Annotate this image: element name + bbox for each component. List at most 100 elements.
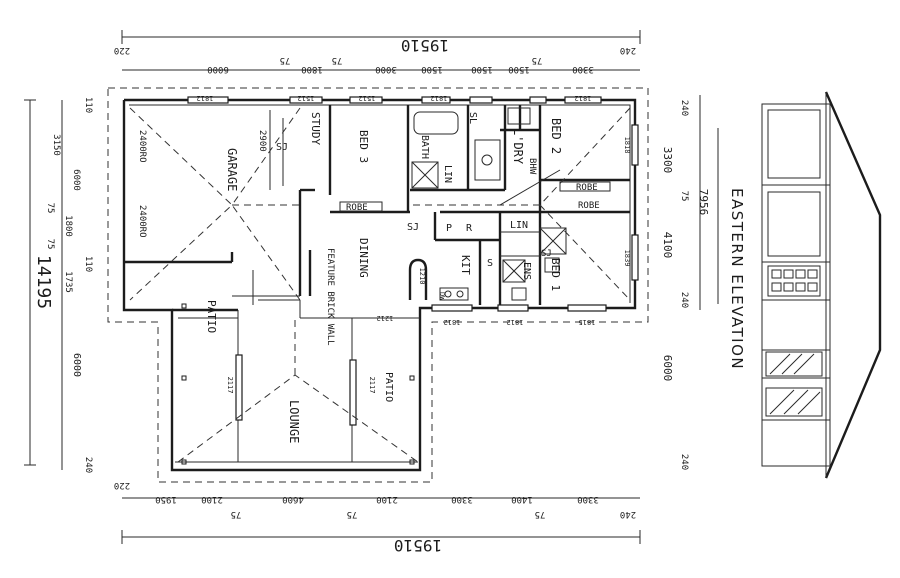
label-dw: DW (438, 292, 446, 301)
overall-width-bottom: 19510 (394, 536, 442, 555)
left-dim: 1735 (63, 271, 73, 293)
left-dim-240-bottom: 240 (83, 457, 93, 473)
right-dim: 240 (679, 100, 689, 116)
window-code: 1812 (507, 318, 524, 326)
bottom-dim: 220 (114, 480, 130, 490)
bottom-dimension-string: 19510 220 1950 2100 75 4600 75 2100 3300… (114, 480, 641, 555)
bottom-dim: 240 (620, 509, 636, 519)
left-dim: 110 (83, 97, 93, 113)
bottom-dim: 3300 (451, 494, 473, 504)
bottom-dim: 75 (347, 509, 358, 519)
right-dim: 3300 (661, 147, 674, 174)
window-code: 1512 (359, 94, 376, 102)
bottom-dim: 3300 (577, 494, 599, 504)
top-dim: 75 (280, 55, 291, 65)
bottom-dim: 1950 (155, 494, 177, 504)
label-bath: BATH (419, 135, 430, 159)
label-r: R (466, 223, 473, 234)
bottom-dim: 1400 (511, 494, 533, 504)
label-door-2400a: 2400RO (137, 130, 147, 163)
overall-width-top: 19510 (401, 36, 449, 55)
right-sub-dim: 7956 (697, 189, 710, 216)
left-dim: 110 (83, 256, 93, 272)
label-door-2400b: 2400RO (137, 205, 147, 238)
label-bed3: BED 3 (357, 130, 370, 163)
window-code: 1512 (298, 94, 315, 102)
left-dim: 75 (45, 203, 55, 214)
window-code: 1812 (431, 94, 448, 102)
right-dimension-string: 240 3300 75 4100 240 6000 240 7956 (661, 95, 719, 470)
right-dim: 240 (679, 292, 689, 308)
top-dim: 1800 (301, 64, 323, 74)
label-sj-ens: SJ (541, 249, 552, 259)
label-robe-bed2b: ROBE (578, 201, 600, 211)
top-dim: 1500 (508, 64, 530, 74)
left-dim: 3150 (51, 134, 61, 156)
left-dimension-string: 14195 110 3150 6000 75 1800 75 1735 110 … (24, 97, 93, 473)
label-sj-dining: SJ (407, 222, 419, 233)
top-dim: 75 (332, 55, 343, 65)
bottom-dim: 2100 (376, 494, 398, 504)
top-dim: 240 (620, 45, 636, 55)
label-bed1: BED 1 (549, 258, 562, 291)
right-dim: 6000 (661, 355, 674, 382)
label-patio-left: PATIO (205, 300, 218, 333)
label-garage: GARAGE (225, 148, 239, 191)
window-code: 1210 (418, 268, 426, 285)
label-bed2: BED 2 (549, 118, 563, 154)
window-code: 1812 (197, 94, 214, 102)
label-kit: KIT (459, 255, 472, 275)
label-study: STUDY (309, 112, 322, 145)
window-code: 1812 (575, 94, 592, 102)
eastern-elevation: EASTERN ELEVATION (728, 91, 882, 479)
top-dim: 3000 (375, 64, 397, 74)
window-code: 1812 (444, 318, 461, 326)
top-dim: 1500 (421, 64, 443, 74)
label-ldry: L'DRY (511, 128, 525, 165)
top-dim: 220 (114, 45, 130, 55)
label-lin-bath: LIN (442, 165, 453, 183)
bottom-dim: 75 (231, 509, 242, 519)
label-s: S (487, 258, 493, 269)
top-dim: 1500 (471, 64, 493, 74)
window-code: 1839 (623, 250, 631, 267)
top-dimension-string: 19510 220 6000 75 1800 75 3000 1500 1500… (114, 30, 641, 74)
label-bhw: BHW (527, 158, 537, 175)
bottom-dim: 4600 (282, 494, 304, 504)
window-code: 2117 (226, 377, 234, 394)
label-patio-right: PATIO (383, 372, 394, 402)
label-dim-2900: 2900 (257, 130, 267, 152)
room-labels: GARAGE STUDY BED 3 BATH LIN SL L'DRY BED… (137, 112, 600, 443)
floor-plan (107, 87, 649, 483)
bottom-dim: 75 (535, 509, 546, 519)
right-dim: 240 (679, 454, 689, 470)
label-ens: ENS (521, 262, 532, 280)
overall-depth: 14195 (33, 255, 54, 309)
label-feature-wall: FEATURE BRICK WALL (325, 248, 335, 346)
label-dining: DINING (357, 238, 370, 278)
window-code: 1212 (377, 314, 394, 322)
label-robe-bed3: ROBE (346, 203, 368, 213)
window-code: 1815 (579, 318, 596, 326)
label-pantry: P (446, 223, 452, 234)
top-dim: 6000 (207, 64, 229, 74)
top-dim: 3300 (572, 64, 594, 74)
label-lin-ens: LIN (510, 220, 528, 231)
label-robe-bed2a: ROBE (576, 183, 598, 193)
left-dim: 1800 (63, 215, 73, 237)
label-sj-garage: SJ (276, 142, 288, 153)
left-dim-6000-lower: 6000 (71, 353, 82, 377)
top-dim: 75 (532, 55, 543, 65)
left-dim: 75 (45, 239, 55, 250)
bottom-dim: 2100 (201, 494, 223, 504)
window-codes: 1812 1512 1512 1812 1818 2117 2117 1212 … (197, 94, 631, 393)
right-dim: 75 (679, 191, 689, 202)
window-code: 2117 (368, 377, 376, 394)
right-dim: 4100 (661, 232, 674, 259)
window-code: 1818 (623, 137, 631, 154)
left-dim: 6000 (71, 169, 81, 191)
label-sl-laundry: SL (467, 112, 478, 124)
label-lounge: LOUNGE (287, 400, 301, 443)
elevation-title: EASTERN ELEVATION (728, 188, 746, 370)
